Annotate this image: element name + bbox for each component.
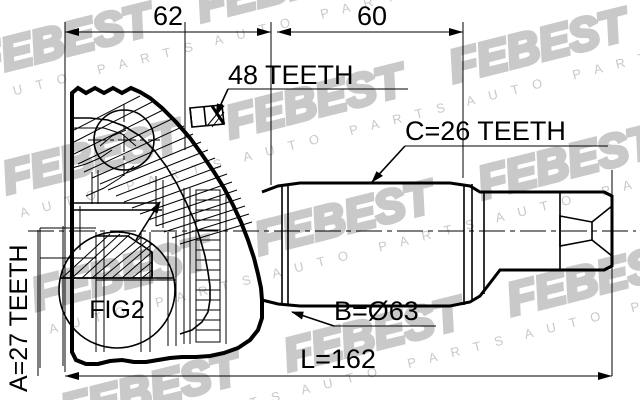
- drive-shaft: [261, 181, 614, 308]
- fig2-label: FIG2: [89, 296, 145, 324]
- dimension-overall-length-label: L=162: [300, 344, 376, 374]
- callout-c-26-teeth: C=26 TEETH: [371, 116, 608, 183]
- callout-a-27-teeth-label: A=27 TEETH: [5, 244, 33, 392]
- witness-lines: [37, 22, 613, 376]
- callout-c-26-teeth-label: C=26 TEETH: [405, 116, 566, 146]
- dimension-62-label: 62: [153, 1, 183, 31]
- callout-b-diameter-label: B=Ø63: [334, 296, 419, 326]
- callout-b-diameter: B=Ø63: [291, 296, 436, 327]
- callout-a-27-teeth: A=27 TEETH: [5, 244, 33, 392]
- dimension-60: 60: [277, 1, 463, 36]
- fig2-detail-bubble: FIG2: [58, 201, 176, 349]
- boot-seat-ribs: [183, 188, 227, 344]
- dimension-60-label: 60: [357, 1, 387, 31]
- callout-48-teeth-label: 48 TEETH: [228, 60, 354, 90]
- dimension-62: 62: [65, 1, 271, 36]
- cv-joint-housing: [39, 85, 264, 368]
- dimension-overall-length: L=162: [65, 344, 612, 380]
- callout-48-teeth: 48 TEETH: [215, 60, 408, 116]
